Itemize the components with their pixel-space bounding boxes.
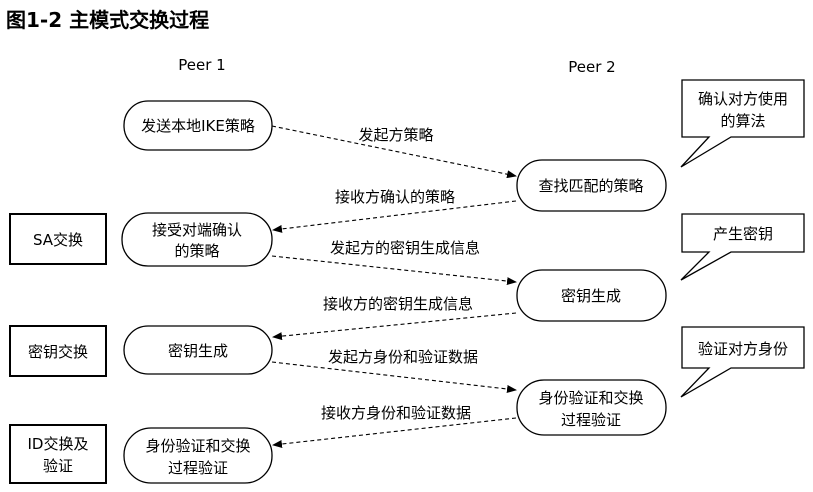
peer2-node-auth-verify: 身份验证和交换 过程验证	[516, 379, 667, 436]
message-arrow	[271, 255, 517, 286]
message-label: 发起方身份和验证数据	[328, 348, 478, 366]
phase-box-key-exchange: 密钥交换	[9, 325, 107, 377]
message-label: 接收方身份和验证数据	[321, 404, 471, 422]
node-label: 密钥生成	[561, 287, 621, 305]
peer2-header: Peer 2	[568, 58, 615, 76]
node-label: 身份验证和交换	[538, 389, 643, 407]
callout-verify-identity: 验证对方身份	[680, 326, 805, 398]
phase-box-id-exchange: ID交换及 验证	[9, 424, 107, 484]
node-label: 接受对端确认	[152, 221, 242, 239]
message-arrow	[272, 312, 517, 341]
node-label: 过程验证	[561, 411, 621, 429]
phase-label: 密钥交换	[28, 343, 88, 361]
peer1-node-auth-verify: 身份验证和交换 过程验证	[123, 427, 273, 484]
node-label: 身份验证和交换	[145, 437, 250, 455]
figure-title: 图1-2 主模式交换过程	[6, 8, 209, 32]
peer1-header: Peer 1	[178, 56, 225, 74]
node-label: 密钥生成	[168, 342, 228, 360]
callout-confirm-algorithm: 确认对方使用 的算法	[680, 79, 805, 168]
peer2-node-find-policy: 查找匹配的策略	[516, 159, 667, 212]
callout-label: 产生密钥	[713, 225, 773, 243]
phase-box-sa-exchange: SA交换	[9, 213, 107, 265]
message-label: 发起方策略	[358, 126, 433, 144]
peer2-node-key-generation: 密钥生成	[516, 269, 667, 322]
callout-label: 确认对方使用	[698, 90, 788, 108]
callout-label: 验证对方身份	[698, 340, 788, 358]
phase-label: ID交换及	[28, 435, 89, 453]
message-label: 接收方的密钥生成信息	[323, 295, 473, 313]
peer1-node-accept-policy: 接受对端确认 的策略	[121, 212, 273, 267]
message-arrow	[272, 417, 517, 448]
node-label: 查找匹配的策略	[538, 177, 643, 195]
message-label: 发起方的密钥生成信息	[330, 239, 480, 257]
callout-generate-key: 产生密钥	[680, 213, 805, 281]
phase-label: 验证	[43, 457, 73, 475]
peer1-node-send-policy: 发送本地IKE策略	[123, 100, 273, 151]
message-label: 接收方确认的策略	[335, 188, 455, 206]
node-label: 过程验证	[168, 459, 228, 477]
peer1-node-key-generation: 密钥生成	[123, 325, 273, 375]
node-label: 发送本地IKE策略	[141, 117, 255, 135]
callout-label: 的算法	[720, 112, 765, 130]
message-arrow	[271, 361, 517, 393]
node-label: 的策略	[174, 242, 219, 260]
message-arrow	[272, 200, 517, 233]
phase-label: SA交换	[33, 231, 83, 249]
